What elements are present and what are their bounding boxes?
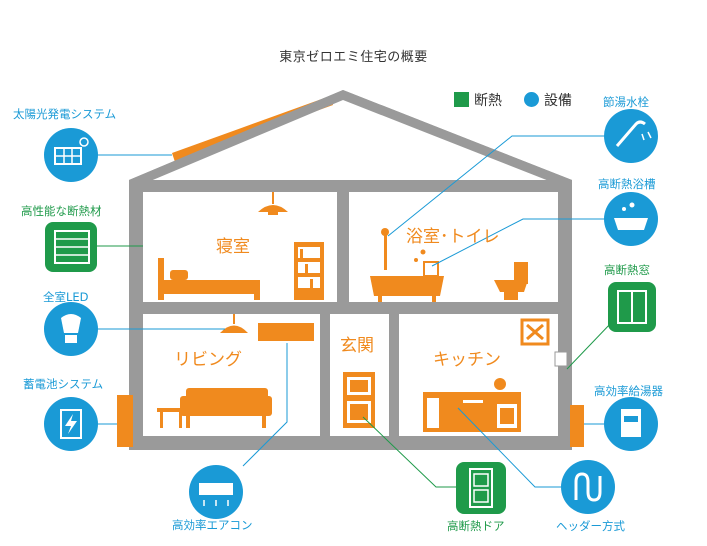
- label-faucet: 節湯水栓: [603, 95, 649, 109]
- legend-insulation-label: 断熱: [474, 93, 502, 109]
- bathtub-icon: [604, 192, 658, 246]
- window-marker: [554, 351, 568, 367]
- label-insulation-material: 高性能な断熱材: [21, 204, 102, 218]
- page-title: 東京ゼロエミ住宅の概要: [279, 50, 428, 65]
- bookshelf: [294, 242, 324, 300]
- header-pipe-icon: [561, 460, 615, 514]
- battery-icon: [44, 397, 98, 451]
- connector-lines-blue: [97, 135, 612, 488]
- label-led: 全室LED: [43, 290, 89, 304]
- connector-lines-green: [97, 245, 613, 488]
- led-bulb-icon: [44, 302, 98, 356]
- kitchen-counter: [423, 378, 521, 432]
- solar-panel-icon: [44, 128, 98, 182]
- air-conditioner-icon: [189, 465, 243, 519]
- legend-equipment-swatch: [524, 92, 539, 107]
- toilet: [494, 262, 528, 300]
- room-entrance: 玄関: [340, 336, 374, 356]
- legend-insulation-swatch: [454, 92, 469, 107]
- living-lamp: [220, 314, 248, 333]
- bedroom-lamp: [258, 192, 288, 215]
- label-header: ヘッダー方式: [556, 519, 625, 533]
- label-window: 高断熱窓: [604, 263, 650, 277]
- door-icon: [456, 462, 506, 514]
- water-heater-icon: [604, 397, 658, 451]
- label-door: 高断熱ドア: [447, 519, 505, 533]
- air-conditioner: [258, 323, 314, 341]
- insulation-wall-icon: [45, 222, 97, 272]
- window-icon: [608, 282, 656, 332]
- shower: [381, 228, 389, 270]
- legend-insulation: 断熱: [454, 90, 502, 110]
- bed: [158, 258, 260, 300]
- sofa: [180, 388, 272, 428]
- legend-equipment-label: 設備: [544, 93, 572, 109]
- label-solar: 太陽光発電システム: [13, 107, 117, 121]
- battery-unit: [117, 395, 133, 447]
- room-living: リビング: [174, 350, 242, 370]
- house-frame: [129, 90, 572, 450]
- bathtub: [370, 261, 444, 302]
- ventilation-fan: [520, 318, 550, 346]
- label-aircon: 高効率エアコン: [172, 518, 253, 532]
- entrance-door: [343, 372, 375, 428]
- room-bath-toilet: 浴室･トイレ: [406, 227, 500, 247]
- room-bedroom: 寝室: [216, 237, 250, 257]
- label-water-heater: 高効率給湯器: [594, 384, 663, 398]
- label-battery: 蓄電池システム: [23, 377, 104, 391]
- room-kitchen: キッチン: [433, 350, 501, 370]
- faucet-icon: [604, 109, 658, 163]
- table: [157, 408, 185, 428]
- label-bathtub: 高断熱浴槽: [598, 177, 656, 191]
- legend-equipment: 設備: [524, 90, 572, 110]
- water-heater-unit: [570, 405, 584, 447]
